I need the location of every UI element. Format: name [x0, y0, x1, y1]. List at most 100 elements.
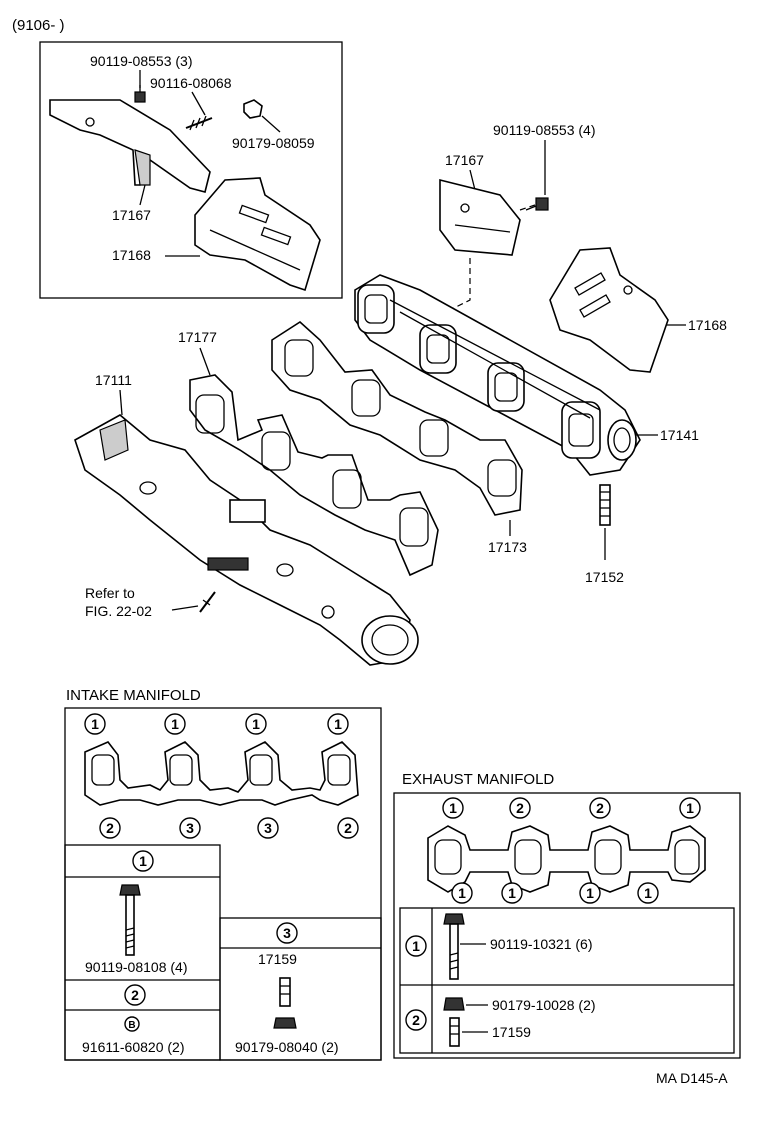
- exhaust-manifold-icon: [354, 274, 641, 476]
- svg-text:1: 1: [171, 716, 179, 732]
- main-stud-icon: [599, 484, 611, 526]
- refer-line2: FIG. 22-02: [85, 603, 152, 619]
- exhaust-bottom-mark: 1: [451, 882, 473, 904]
- dash-line: [519, 204, 536, 211]
- exhaust-gasket-sketch: [427, 825, 706, 893]
- exhaust-gasket-icon: [271, 320, 523, 516]
- svg-text:1: 1: [412, 938, 420, 954]
- main-bolt-icon: [525, 197, 549, 211]
- svg-text:1: 1: [686, 800, 694, 816]
- intake-gasket-icon: [189, 374, 439, 577]
- exhaust-gasket-label: 17173: [488, 539, 527, 555]
- leader: [469, 169, 476, 191]
- inset-frame: [39, 41, 343, 299]
- intake-top-mark: 1: [164, 713, 186, 735]
- svg-text:2: 2: [131, 987, 139, 1003]
- exhaust-bottom-mark: 1: [579, 882, 601, 904]
- svg-text:2: 2: [516, 800, 524, 816]
- exhaust-stud-part: 17159: [492, 1024, 531, 1040]
- footer-code: MA D145-A: [656, 1070, 728, 1086]
- exhaust-section-title: EXHAUST MANIFOLD: [402, 771, 554, 788]
- intake-top-mark: 1: [327, 713, 349, 735]
- exhaust-key1-mark: 1: [405, 935, 427, 957]
- svg-text:3: 3: [283, 925, 291, 941]
- inset-bracket-icon: [49, 99, 211, 193]
- exhaust-manifold-label: 17141: [660, 427, 699, 443]
- exhaust-top-mark: 1: [442, 797, 464, 819]
- inset-insulator-label: 17168: [112, 247, 151, 263]
- svg-text:2: 2: [412, 1012, 420, 1028]
- svg-text:1: 1: [139, 853, 147, 869]
- intake-bottom-mark: 3: [179, 817, 201, 839]
- exhaust-bolt-part: 90119-10321 (6): [490, 936, 592, 952]
- intake-key3-mark: 3: [276, 922, 298, 944]
- inset-stud-label: 90116-08068: [150, 75, 232, 91]
- intake-section-title: INTAKE MANIFOLD: [66, 687, 201, 704]
- svg-text:2: 2: [596, 800, 604, 816]
- inset-bolt-label: 90119-08553 (3): [90, 53, 192, 69]
- leader: [199, 347, 211, 376]
- intake-gasket-sketch: [84, 741, 359, 806]
- leader: [191, 91, 206, 116]
- intake-bolt-part: 90119-08108 (4): [85, 959, 187, 975]
- exhaust-bottom-mark: 1: [637, 882, 659, 904]
- main-insulator-label: 17168: [688, 317, 727, 333]
- intake-bottom-mark: 2: [99, 817, 121, 839]
- svg-text:3: 3: [264, 820, 272, 836]
- intake-top-mark: 1: [84, 713, 106, 735]
- main-bracket-label: 17167: [445, 152, 484, 168]
- intake-key2-mark: 2: [124, 984, 146, 1006]
- exhaust-top-mark: 2: [589, 797, 611, 819]
- main-insulator-icon: [549, 247, 669, 373]
- exhaust-stud-icon: [449, 1017, 460, 1047]
- intake-key1-mark: 1: [132, 850, 154, 872]
- svg-text:1: 1: [449, 800, 457, 816]
- intake-manifold-icon: [74, 414, 419, 666]
- svg-text:3: 3: [186, 820, 194, 836]
- intake-manifold-label: 17111: [95, 372, 132, 388]
- main-stud-label: 17152: [585, 569, 624, 585]
- svg-text:1: 1: [252, 716, 260, 732]
- intake-top-mark: 1: [245, 713, 267, 735]
- svg-text:1: 1: [334, 716, 342, 732]
- svg-text:1: 1: [644, 885, 652, 901]
- inset-bracket-label: 17167: [112, 207, 151, 223]
- intake-key3-table: [219, 917, 382, 1061]
- exhaust-bottom-mark: 1: [501, 882, 523, 904]
- exhaust-frame: [393, 792, 741, 1059]
- svg-text:1: 1: [458, 885, 466, 901]
- svg-text:2: 2: [106, 820, 114, 836]
- intake-b-symbol: B: [124, 1016, 140, 1032]
- exhaust-top-mark: 1: [679, 797, 701, 819]
- header-code: (9106- ): [12, 17, 65, 34]
- refer-stud-icon: [199, 591, 216, 613]
- intake-key3-nut-icon: [273, 1017, 297, 1029]
- refer-line1: Refer to: [85, 585, 135, 601]
- svg-text:2: 2: [344, 820, 352, 836]
- inset-insulator-icon: [194, 177, 321, 292]
- leader: [261, 115, 281, 133]
- intake-bottom-mark: 2: [337, 817, 359, 839]
- leader: [119, 389, 123, 416]
- svg-text:1: 1: [508, 885, 516, 901]
- intake-key3-nut: 90179-08040 (2): [235, 1039, 339, 1055]
- intake-key3-stud: 17159: [258, 951, 297, 967]
- svg-text:B: B: [128, 1020, 135, 1031]
- exhaust-top-mark: 2: [509, 797, 531, 819]
- exhaust-key-table: [399, 907, 735, 1054]
- intake-bottom-mark: 3: [257, 817, 279, 839]
- exhaust-nut-icon: [443, 997, 465, 1011]
- main-bolt-label: 90119-08553 (4): [493, 122, 595, 138]
- svg-text:1: 1: [586, 885, 594, 901]
- intake-key2-part: 91611-60820 (2): [82, 1039, 184, 1055]
- exhaust-nut-part: 90179-10028 (2): [492, 997, 596, 1013]
- intake-key3-stud-icon: [279, 977, 291, 1007]
- intake-bolt-icon: [119, 884, 141, 956]
- leader: [171, 605, 199, 611]
- exhaust-key2-mark: 2: [405, 1009, 427, 1031]
- exhaust-bolt-icon: [443, 913, 465, 980]
- inset-stud-icon: [185, 115, 213, 131]
- svg-text:1: 1: [91, 716, 99, 732]
- main-bracket-icon: [439, 178, 521, 256]
